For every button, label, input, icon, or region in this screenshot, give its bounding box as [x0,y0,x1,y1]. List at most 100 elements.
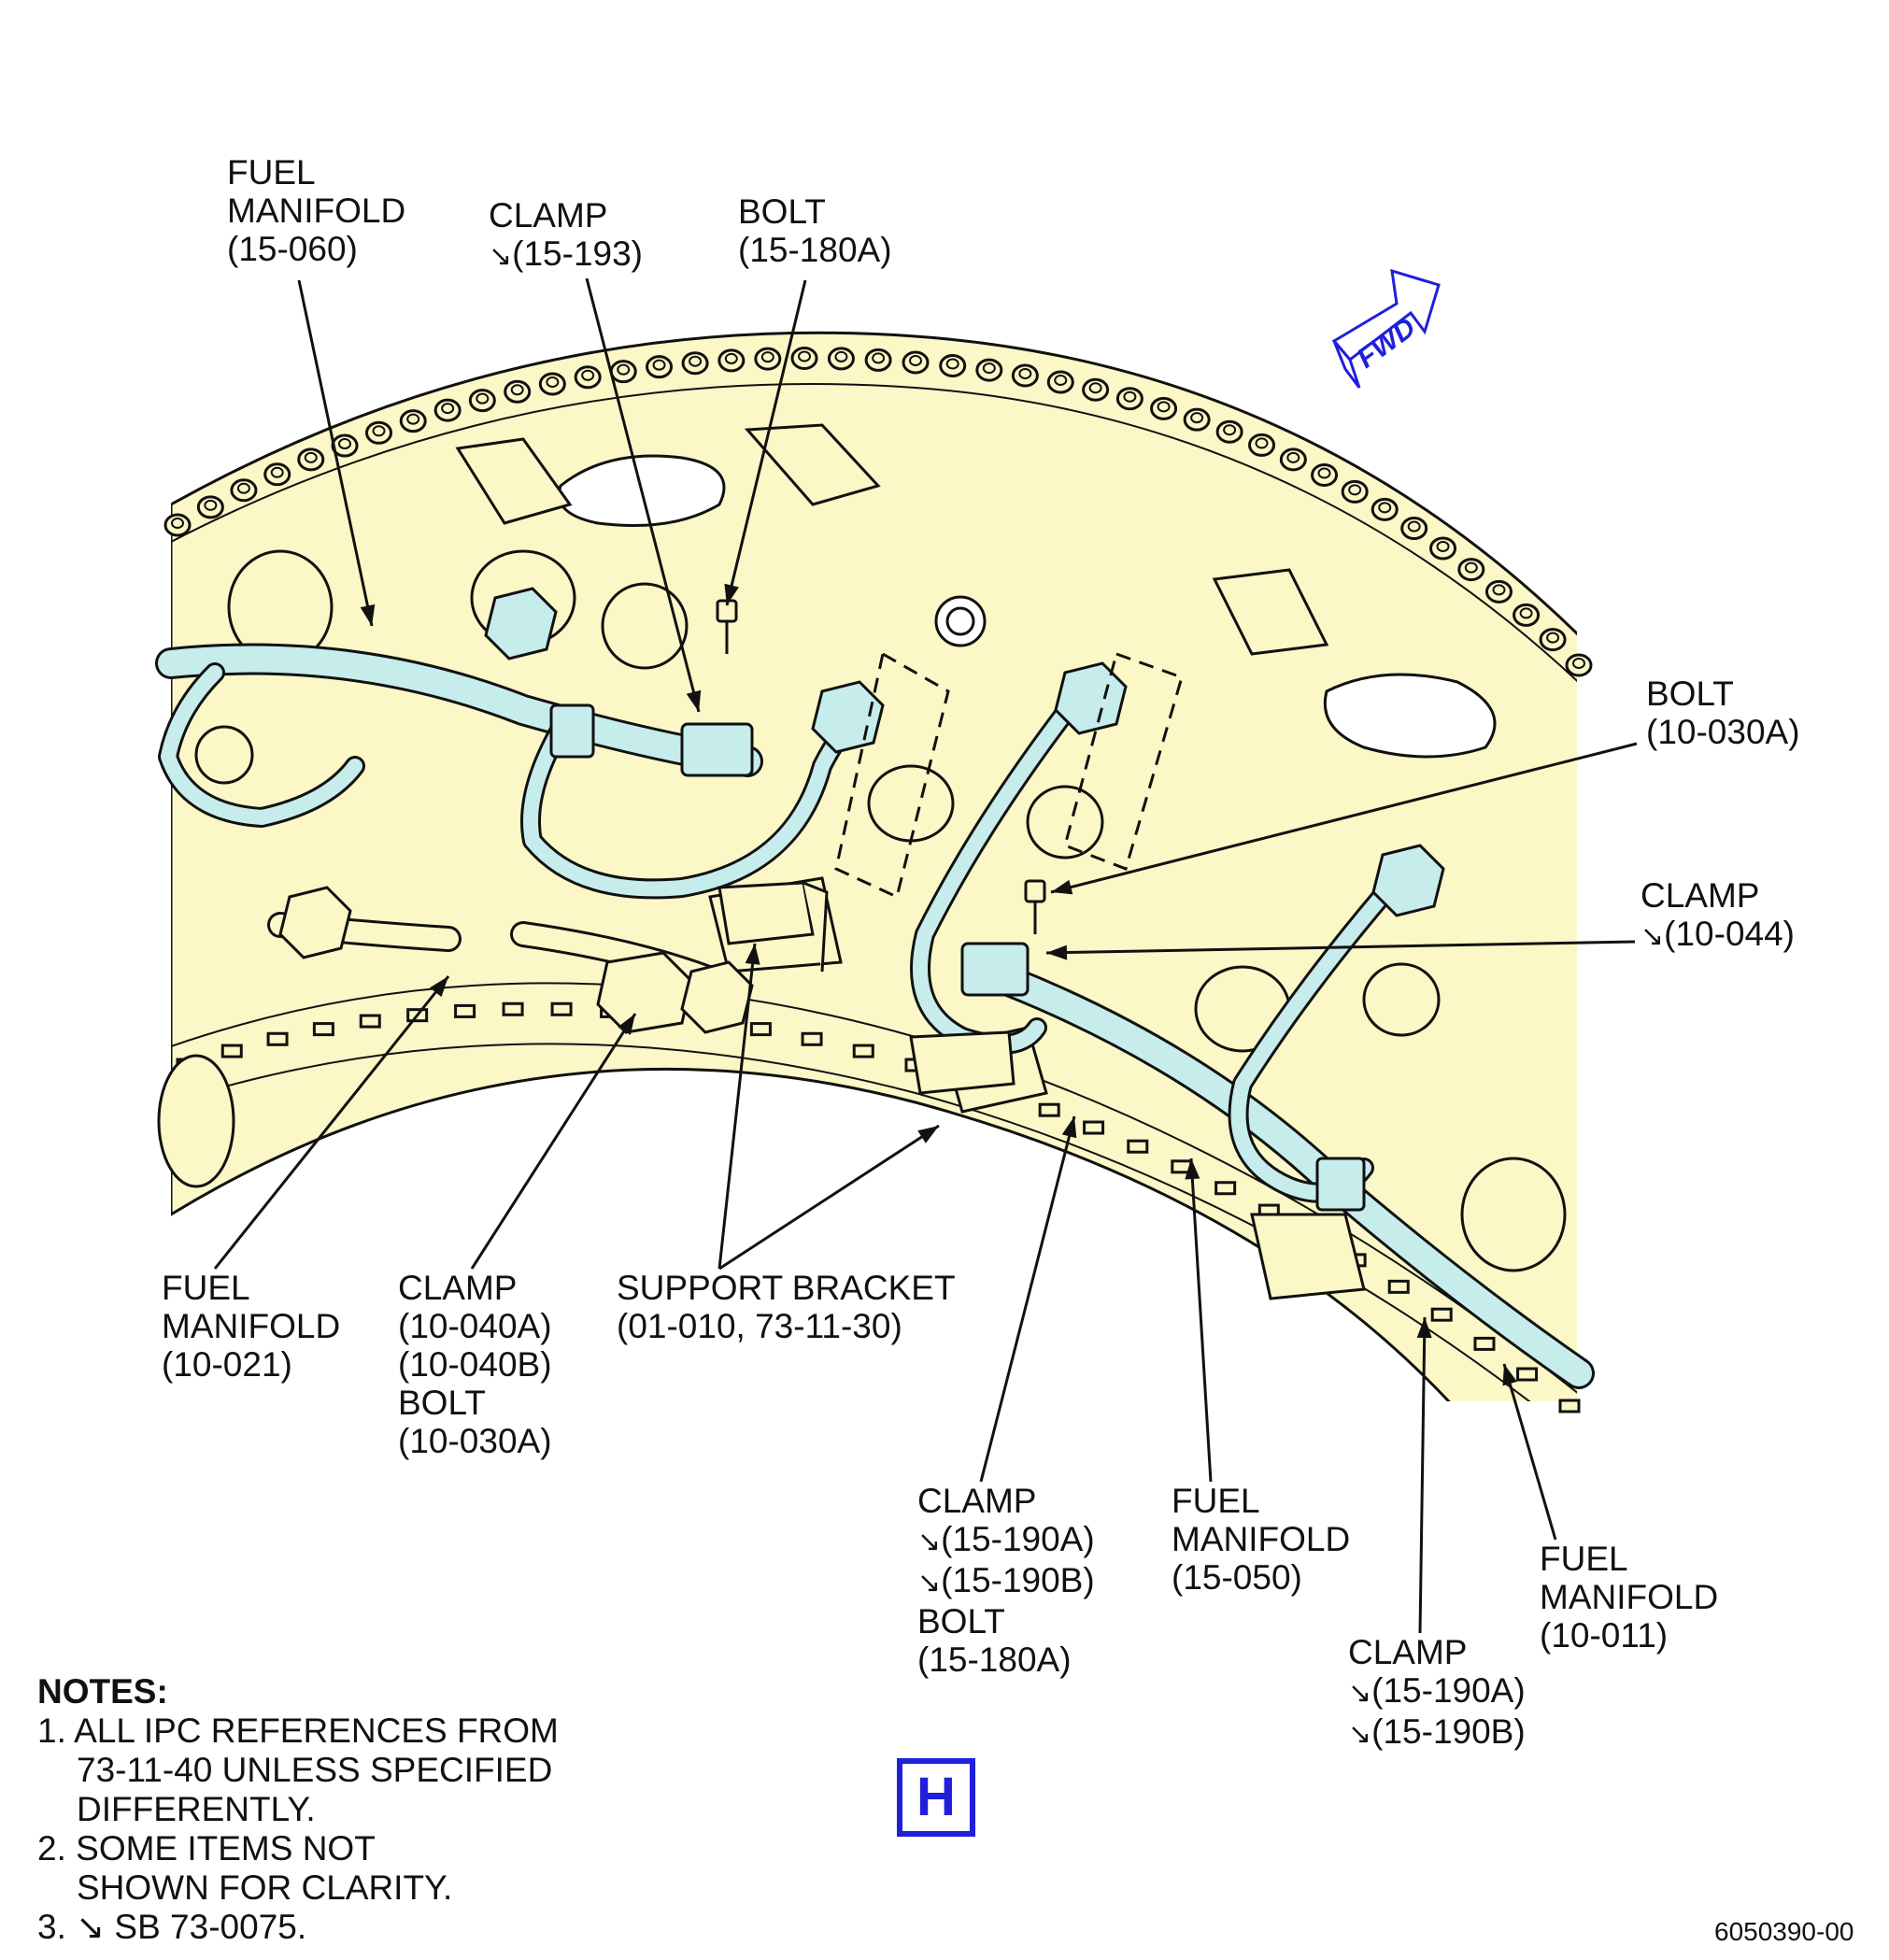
label-clamp-10-040: CLAMP (10-040A) (10-040B) BOLT (10-030A) [398,1269,552,1460]
label-line: BOLT [917,1602,1005,1640]
label-line: BOLT [398,1384,486,1422]
ring-bolt-icon [468,389,496,413]
ring-bolt-icon [1082,377,1110,402]
label-line: (10-040B) [398,1345,552,1384]
ring-bolt-icon [902,350,930,375]
notes-block: NOTES: 1. ALL IPC REFERENCES FROM 73-11-… [37,1672,559,1947]
label-line: (10-030A) [398,1422,552,1460]
label-line: CLAMP [489,196,608,234]
label-line: SUPPORT BRACKET [617,1269,956,1307]
leader-line [470,1013,637,1270]
label-line: (10-040A) [398,1307,552,1345]
sb-flag-icon: ↘ [489,240,513,273]
label-line: CLAMP [1640,876,1760,915]
leader-line [213,975,450,1270]
leader-line [1050,742,1638,895]
ring-bolt-icon [646,355,674,379]
ring-bolt-icon [433,398,462,422]
ring-slot [266,1031,289,1046]
ring-bolt-icon [939,353,967,377]
label-line: (15-180A) [917,1640,1072,1679]
ring-bolt-icon [538,372,566,396]
sb-flag-icon: ↘ [917,1567,942,1599]
label-fuel-manifold-10-011: FUEL MANIFOLD (10-011) [1540,1540,1718,1655]
ring-slot [454,1003,476,1018]
leader-lines [213,277,1638,1634]
ring-bolt-icon [574,365,602,390]
ring-slot [1516,1367,1539,1382]
ring-bolt-icon [717,348,746,373]
label-line: FUEL [227,153,316,192]
label-line: (10-011) [1540,1616,1669,1655]
label-line: (15-060) [227,230,358,268]
leader-line [585,277,702,713]
label-line: (15-190B) [941,1561,1095,1599]
ring-bolt-icon [1150,396,1178,420]
label-fuel-manifold-15-050: FUEL MANIFOLD (15-050) [1172,1482,1350,1597]
label-clamp-10-044: CLAMP ↘(10-044) [1640,876,1795,956]
ring-bolt-icon [754,347,782,371]
label-line: CLAMP [917,1482,1037,1520]
label-line: (15-050) [1172,1558,1302,1597]
ring-bolt-icon [196,495,224,519]
ring-bolt-icon [365,420,393,445]
ring-bolt-icon [1215,419,1243,444]
label-line: MANIFOLD [162,1307,341,1345]
label-line: CLAMP [1348,1633,1468,1671]
detail-callout-boxes [834,651,1184,900]
label-line: (01-010, 73-11-30) [617,1307,902,1345]
ring-bolt-icon [1279,447,1307,472]
note-line: SHOWN FOR CLARITY. [77,1868,453,1907]
label-line: MANIFOLD [1540,1578,1719,1616]
ring-bolt-icon [1371,497,1399,521]
ring-bolt-icon [263,462,291,487]
sb-flag-icon: ↘ [1348,1718,1372,1751]
label-line: (15-180A) [738,231,892,269]
ring-bolt-icon [681,351,709,376]
note-line: 1. ALL IPC REFERENCES FROM [37,1711,559,1750]
note-line: DIFFERENTLY. [77,1790,316,1828]
view-letter-box: H [897,1758,975,1837]
ring-slot [1558,1399,1581,1413]
ring-bolt-icon [163,513,192,537]
drawing-number: 6050390-00 [1714,1917,1854,1946]
ring-slot [502,1001,524,1016]
ring-bolt-icon [1115,387,1143,411]
label-line: (15-190B) [1371,1712,1526,1751]
label-line: FUEL [162,1269,250,1307]
ring-slot [801,1031,823,1046]
ring-bolt-icon [297,447,325,472]
label-line: MANIFOLD [1172,1520,1351,1558]
ring-bolt-icon [1400,517,1428,541]
ring-bolt-row [163,346,1593,677]
ring-bolt-icon [504,379,532,404]
label-fuel-manifold-10-021: FUEL MANIFOLD (10-021) [162,1269,340,1384]
label-bolt-10-030a: BOLT (10-030A) [1646,675,1800,751]
ring-bolt-icon [864,348,892,372]
sb-flag-icon: ↘ [917,1526,942,1558]
fwd-arrow: FWD [1331,268,1441,389]
ring-slot [1038,1102,1060,1117]
ring-bolt-icon [1046,370,1074,394]
ring-slot [1387,1279,1410,1294]
ring-slot [220,1044,243,1058]
ring-slot [1083,1120,1105,1135]
ring-slot [550,1001,573,1016]
leader-line [717,943,760,1270]
ring-bolt-icon [975,358,1003,382]
leader-line [979,1115,1077,1483]
ring-bolt-icon [1565,653,1593,677]
label-line: (10-044) [1664,915,1795,953]
leader-line [724,279,807,606]
sb-flag-icon: ↘ [1348,1677,1372,1710]
lower-fittings [278,886,754,1034]
label-line: BOLT [1646,675,1734,713]
label-bolt-15-180a-top: BOLT (15-180A) [738,192,892,269]
label-support-bracket: SUPPORT BRACKET (01-010, 73-11-30) [617,1269,956,1345]
ring-bolt-icon [1539,628,1567,652]
label-clamp-15-190-left: CLAMP ↘(15-190A) ↘(15-190B) BOLT (15-180… [917,1482,1095,1679]
ring-slot [1430,1307,1453,1322]
label-line: FUEL [1172,1482,1260,1520]
ring-bolt-icon [1011,363,1039,388]
